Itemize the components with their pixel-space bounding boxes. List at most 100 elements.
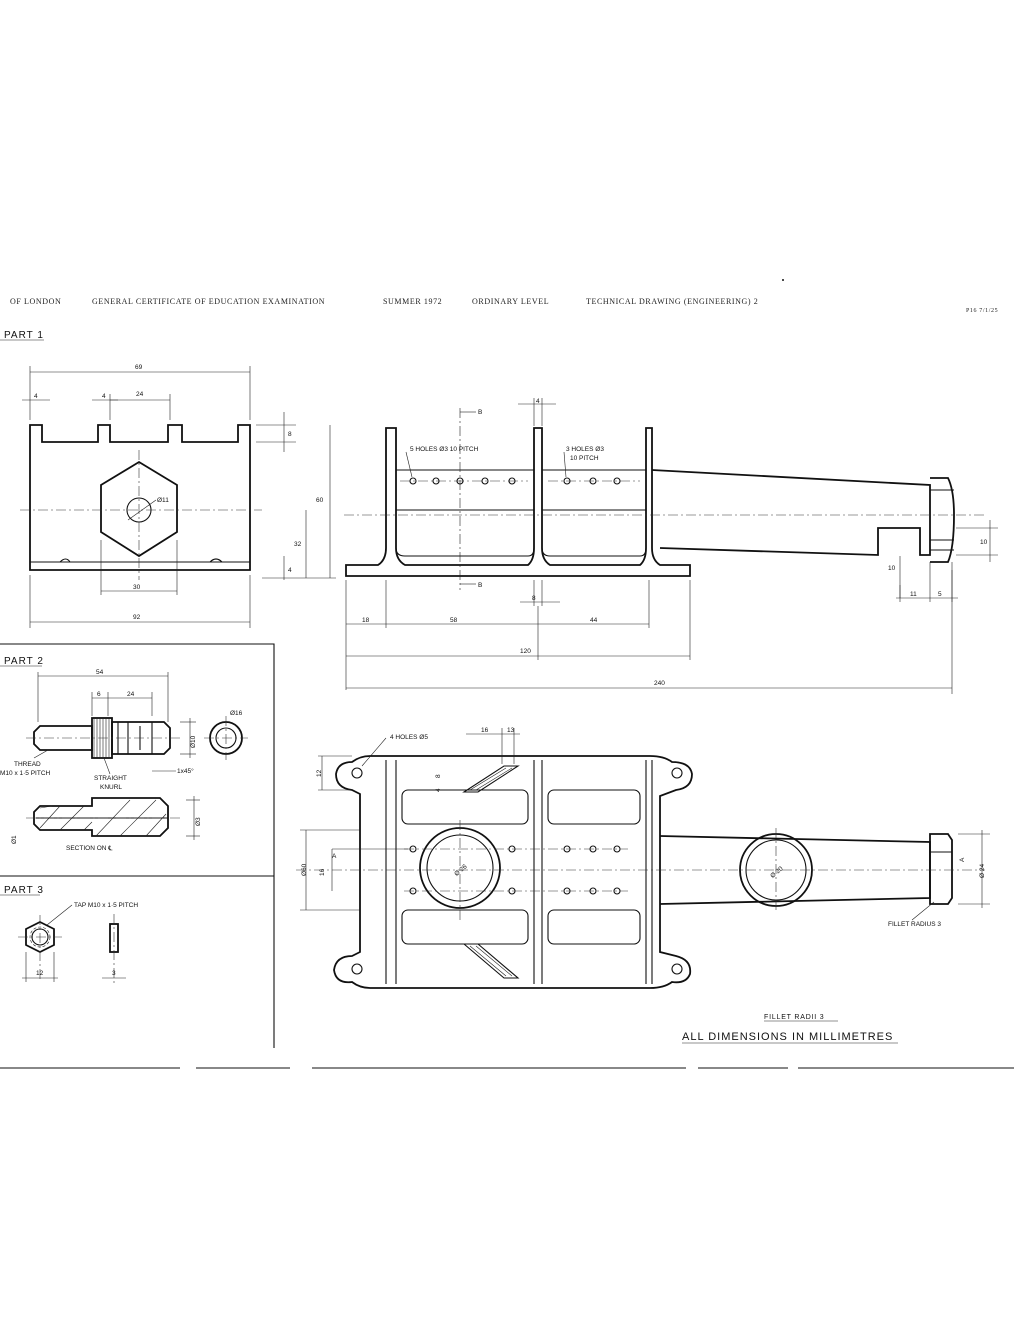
dim-24: 24 bbox=[127, 691, 135, 698]
header-level: ORDINARY LEVEL bbox=[472, 297, 550, 306]
pocket bbox=[547, 789, 641, 825]
dim-92: 92 bbox=[133, 614, 141, 621]
dim-d24: Ø 24 bbox=[979, 864, 986, 878]
pocket bbox=[547, 909, 641, 945]
front-elevation: 5 HOLES Ø3 10 PITCH 3 HOLES Ø3 10 PITCH … bbox=[344, 398, 998, 694]
section-a-left: A bbox=[332, 853, 337, 860]
dim-69: 69 bbox=[135, 364, 143, 371]
dim-60: 60 bbox=[316, 497, 324, 504]
holes5-leader bbox=[405, 451, 413, 478]
holes3-note: 3 HOLES Ø3 bbox=[566, 446, 604, 453]
knurl-label-2: KNURL bbox=[100, 784, 122, 791]
holes4-leader bbox=[361, 737, 387, 767]
part2-label: PART 2 bbox=[4, 656, 44, 667]
dim-d10: Ø10 bbox=[190, 735, 197, 748]
dim-d20: Ø 20 bbox=[769, 865, 785, 880]
wedge-hatch-top bbox=[469, 767, 513, 791]
hole-leader bbox=[127, 499, 157, 521]
dim-120: 120 bbox=[520, 648, 531, 655]
shaft-outline bbox=[651, 469, 931, 556]
holes3-pitch: 10 PITCH bbox=[570, 455, 599, 462]
dim-hole: Ø11 bbox=[157, 497, 169, 504]
lug-hole bbox=[351, 963, 363, 975]
pocket bbox=[401, 909, 529, 945]
header-subject: TECHNICAL DRAWING (ENGINEERING) 2 bbox=[586, 297, 759, 306]
shaft-head-lines bbox=[930, 489, 954, 551]
hole bbox=[432, 477, 440, 485]
dim-32: 32 bbox=[294, 541, 302, 548]
section-b-bottom: B bbox=[478, 582, 482, 589]
lug-hole bbox=[671, 963, 683, 975]
part1-view: Ø11 69 4 4 24 8 60 32 4 bbox=[20, 364, 336, 628]
header-exam: GENERAL CERTIFICATE OF EDUCATION EXAMINA… bbox=[92, 297, 326, 306]
dim-3: 3 bbox=[112, 970, 116, 977]
dim-44: 44 bbox=[590, 617, 598, 624]
dim-12: 12 bbox=[36, 970, 44, 977]
knurl-leader bbox=[103, 757, 111, 775]
section-label: SECTION ON ℄ bbox=[66, 845, 113, 852]
slot-wedge-bottom bbox=[462, 943, 520, 979]
dim-4c: 4 bbox=[288, 567, 292, 574]
holes4-note: 4 HOLES Ø5 bbox=[390, 734, 428, 741]
thread-spec: M10 x 1·5 PITCH bbox=[0, 770, 51, 777]
section-b-top: B bbox=[478, 409, 482, 416]
front-internal-lines bbox=[396, 469, 646, 511]
dim-13: 13 bbox=[507, 727, 515, 734]
holes3-leader bbox=[563, 451, 567, 478]
dim-16b: 16 bbox=[319, 868, 326, 876]
header-session: SUMMER 1972 bbox=[383, 297, 443, 306]
shaft-head bbox=[930, 477, 955, 563]
dim-16: 16 bbox=[481, 727, 489, 734]
fillet-right: FILLET RADIUS 3 bbox=[888, 921, 941, 928]
dim-10a: 10 bbox=[980, 539, 988, 546]
tap-note: TAP M10 x 1·5 PITCH bbox=[74, 902, 138, 909]
holes5-note: 5 HOLES Ø3 10 PITCH bbox=[410, 446, 479, 453]
dim-8: 8 bbox=[288, 431, 292, 438]
plan-shaft-head bbox=[929, 833, 953, 905]
dim-4b: 4 bbox=[102, 393, 106, 400]
plan-holes bbox=[404, 845, 628, 895]
plan-view: Ø 26 Ø 20 bbox=[296, 727, 990, 989]
stem bbox=[111, 721, 171, 755]
hole bbox=[563, 477, 571, 485]
fillet-leader bbox=[911, 901, 935, 921]
hex-boss bbox=[100, 460, 178, 558]
dim-24: 24 bbox=[136, 391, 144, 398]
dim-d26: Ø 26 bbox=[453, 863, 469, 878]
part3-label: PART 3 bbox=[4, 885, 44, 896]
lug-hole bbox=[351, 767, 363, 779]
slot-wedge-top bbox=[462, 765, 520, 793]
part2-frame bbox=[0, 643, 275, 1048]
fillet-radii-note: FILLET RADII 3 bbox=[764, 1014, 824, 1021]
dim-60: Ø60 bbox=[301, 863, 308, 876]
plan-base-outline bbox=[333, 755, 693, 989]
part2-view: 54 6 24 Ø10 Ø16 bbox=[0, 669, 248, 852]
dim-18: 18 bbox=[362, 617, 370, 624]
plan-ribs bbox=[385, 760, 653, 984]
dim-d16: Ø16 bbox=[230, 710, 243, 717]
dim-54: 54 bbox=[96, 669, 104, 676]
section-body bbox=[33, 797, 169, 837]
dim-30: 30 bbox=[133, 584, 141, 591]
dim-4: 4 bbox=[435, 788, 442, 792]
dim-d1: Ø1 bbox=[11, 835, 18, 844]
hole bbox=[508, 477, 516, 485]
front-holes-5 bbox=[400, 477, 528, 485]
units-note: ALL DIMENSIONS IN MILLIMETRES bbox=[682, 1031, 893, 1043]
hole bbox=[589, 477, 597, 485]
knurl-label: STRAIGHT bbox=[94, 775, 127, 782]
hole bbox=[409, 477, 417, 485]
dim-10b: 10 bbox=[888, 565, 896, 572]
thread-label: THREAD bbox=[14, 761, 41, 768]
header-board: OF LONDON bbox=[10, 297, 62, 306]
header-code: P16 7/1/25 bbox=[966, 308, 999, 314]
chamfer: 1x45° bbox=[177, 767, 194, 775]
stray-mark bbox=[782, 279, 784, 281]
dim-rib: 4 bbox=[536, 398, 540, 405]
dim-12: 12 bbox=[316, 769, 323, 777]
thread-leader bbox=[33, 749, 49, 759]
dim-d3: Ø3 bbox=[195, 817, 202, 826]
dim-8: 8 bbox=[435, 774, 442, 778]
hole bbox=[481, 477, 489, 485]
